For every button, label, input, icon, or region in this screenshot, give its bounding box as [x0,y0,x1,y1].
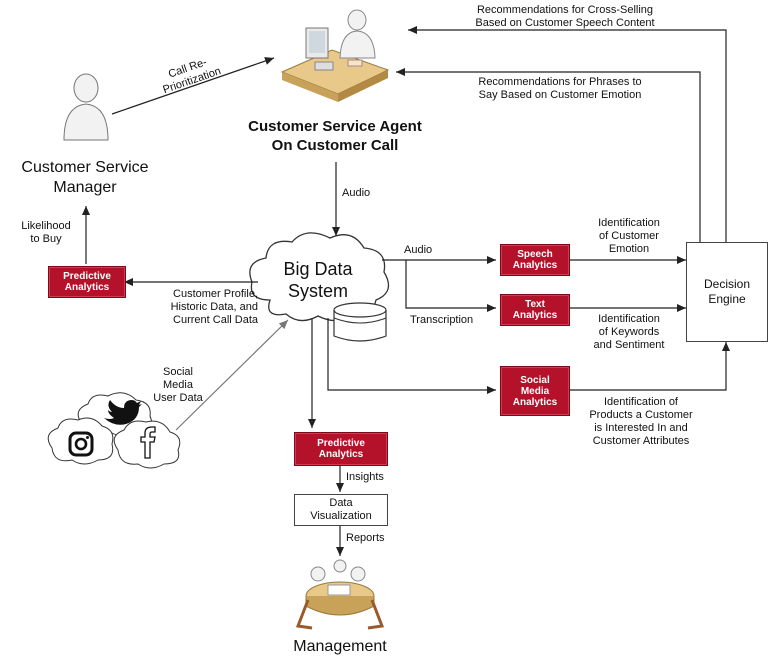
id-products-line3: is Interested In and [594,422,688,434]
agent-title-line2: On Customer Call [271,137,399,154]
customer-profile-line2: Historic Data, and [170,301,258,313]
rec-phrases-line2: Say Based on Customer Emotion [478,89,642,101]
text-analytics-box: Text Analytics [500,294,570,326]
id-products-line4: Customer Attributes [592,435,690,447]
manager-title-line2: Manager [53,179,117,196]
id-keywords-line2: of Keywords [598,326,660,338]
predictive-left-line2: Analytics [64,282,110,293]
twitter-icon [104,400,142,425]
id-products-line2: Products a Customer [589,409,693,421]
rec-cross-selling-line1: Recommendations for Cross-Selling [476,4,654,16]
id-emotion-line2: of Customer [599,230,659,242]
predictive-left-line1: Predictive [63,271,111,282]
agent-title: Customer Service Agent On Customer Call [200,117,470,155]
data-visualization-box: Data Visualization [294,494,388,526]
predictive-bottom-line2: Analytics [318,449,364,460]
data-viz-line2: Visualization [310,510,372,522]
decision-engine-box: Decision Engine [686,242,768,342]
decision-engine-line1: Decision [703,277,751,291]
manager-title-line1: Customer Service [21,159,149,176]
id-keywords-line3: and Sentiment [593,339,665,351]
social-user-data-line1: Social [163,366,193,378]
id-emotion-label: Identification of Customer Emotion [574,217,684,256]
id-keywords-line1: Identification [598,313,660,325]
data-viz-line1: Data [329,497,353,509]
cloud-icon [249,232,390,322]
big-data-label: Big Data System [268,258,368,302]
social-user-data-line3: User Data [153,392,203,404]
text-line2: Analytics [512,310,558,321]
id-emotion-line3: Emotion [608,243,650,255]
rec-phrases-line1: Recommendations for Phrases to [478,76,642,88]
social-user-data-label: Social Media User Data [140,366,216,405]
manager-title: Customer Service Manager [0,158,170,198]
manager-person-icon [63,73,109,141]
customer-profile-line1: Customer Profile, [173,288,258,300]
facebook-icon [140,426,156,459]
social-media-analytics-box: Social Media Analytics [500,366,570,416]
id-products-line1: Identification of [604,396,678,408]
id-emotion-line1: Identification [598,217,660,229]
rec-cross-selling-label: Recommendations for Cross-Selling Based … [440,4,690,30]
rec-cross-selling-line2: Based on Customer Speech Content [475,17,655,29]
big-data-line2: System [287,281,348,301]
insights-label: Insights [346,471,384,483]
speech-line1: Speech [517,249,553,260]
predictive-bottom-line1: Predictive [317,438,365,449]
audio-down-label: Audio [342,187,371,199]
audio-right-label: Audio [404,244,433,256]
agent-desk-icon [280,9,390,102]
customer-profile-line3: Current Call Data [173,314,258,326]
speech-analytics-box: Speech Analytics [500,244,570,276]
social-user-data-line2: Media [163,379,193,391]
customer-profile-label: Customer Profile, Historic Data, and Cur… [126,288,258,327]
database-icon [333,302,387,342]
predictive-analytics-left-box: Predictive Analytics [48,266,126,298]
management-meeting-icon [295,559,385,630]
social-line2: Media [520,385,550,397]
speech-line2: Analytics [512,260,558,271]
management-title: Management [293,638,387,655]
arrows [82,26,730,556]
id-keywords-label: Identification of Keywords and Sentiment [574,313,684,352]
likelihood-label: Likelihood to Buy [14,220,78,246]
instagram-icon [68,431,94,457]
social-line1: Social [520,374,550,386]
likelihood-line2: to Buy [30,233,62,245]
rec-phrases-label: Recommendations for Phrases to Say Based… [440,76,680,102]
transcription-label: Transcription [410,314,474,326]
text-line1: Text [525,299,545,310]
likelihood-line1: Likelihood [21,220,71,232]
social-line3: Analytics [512,396,558,408]
predictive-analytics-bottom-box: Predictive Analytics [294,432,388,466]
decision-engine-line2: Engine [708,292,746,306]
agent-title-line1: Customer Service Agent [248,118,422,135]
id-products-label: Identification of Products a Customer is… [576,396,706,448]
big-data-line1: Big Data [283,259,353,279]
social-data-arrow [175,319,289,431]
reports-label: Reports [346,532,385,544]
